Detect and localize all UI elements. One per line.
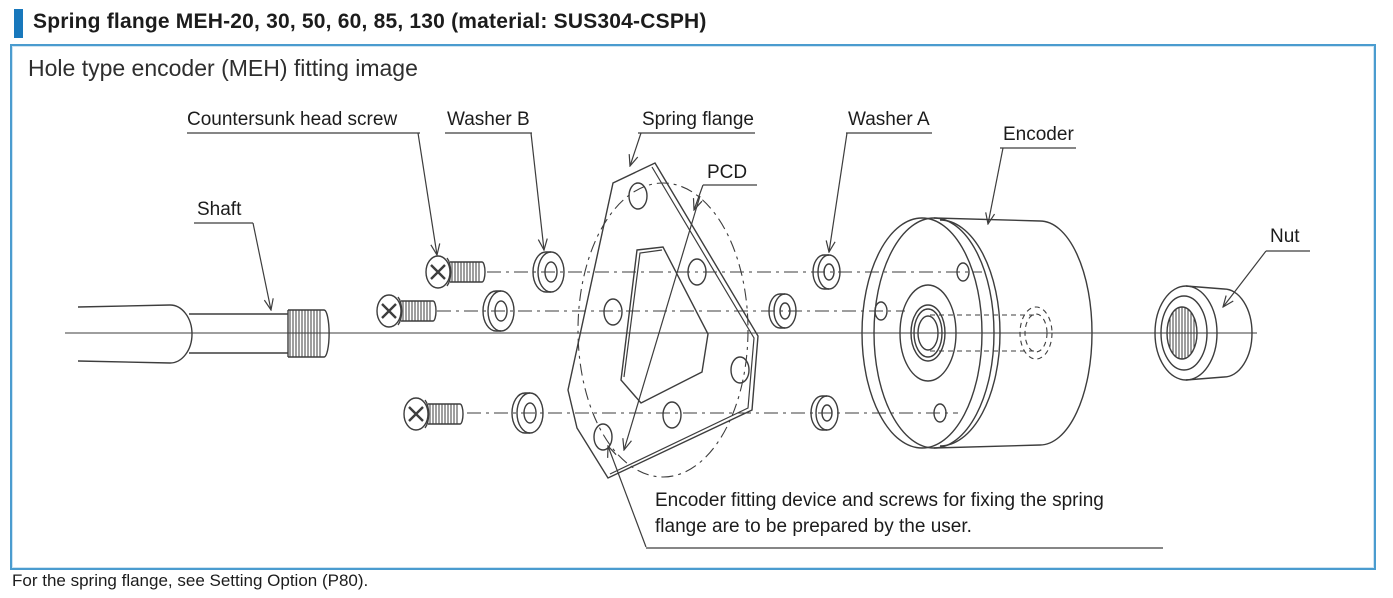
pcd-circle [577,182,749,478]
user-preparation-note: Encoder fitting device and screws for fi… [655,488,1104,540]
accent-bar [14,9,23,38]
washers-b [482,251,565,434]
footer-note: For the spring flange, see Setting Optio… [12,571,369,590]
nut-drawing [1154,285,1253,381]
label-underlines [187,132,1310,549]
label-nut: Nut [1270,226,1300,247]
note-line-1: Encoder fitting device and screws for fi… [655,490,1104,511]
label-encoder: Encoder [1003,124,1074,145]
label-countersunk-head-screw: Countersunk head screw [187,109,398,130]
panel-title: Hole type encoder (MEH) fitting image [28,55,418,81]
label-pcd: PCD [707,162,748,183]
spring-flange-drawing [567,162,759,479]
encoder-drawing [861,217,1093,449]
shaft-drawing [77,304,330,364]
leader-lines [252,132,1267,548]
pcd-axis-lines [437,271,982,414]
page-title: Spring flange MEH-20, 30, 50, 60, 85, 13… [33,10,707,33]
label-shaft: Shaft [197,199,242,220]
label-washer-b: Washer B [447,109,530,130]
page-header: Spring flange MEH-20, 30, 50, 60, 85, 13… [0,6,1393,40]
label-washer-a: Washer A [848,109,930,130]
washers-a [768,254,841,431]
label-spring-flange: Spring flange [642,109,754,130]
note-line-2: flange are to be prepared by the user. [655,516,972,537]
diagram-panel: Hole type encoder (MEH) fitting image [10,44,1376,570]
countersunk-screws [376,255,486,431]
